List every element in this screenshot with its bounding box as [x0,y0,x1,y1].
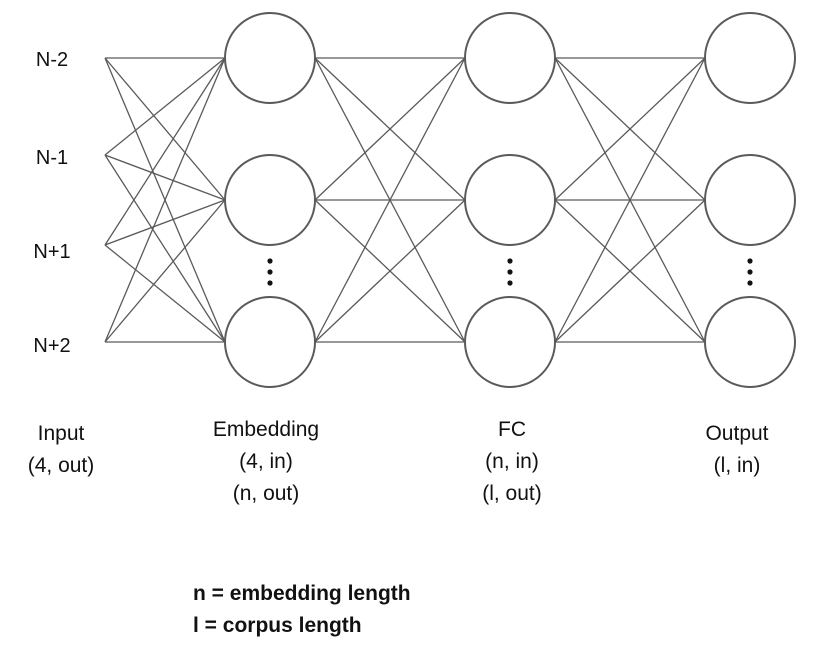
edge-layer1-2-to-1 [554,199,706,343]
output-node-3 [704,296,796,388]
edge-input-1-embedding-2 [104,154,226,343]
svg-text:(l, out): (l, out) [482,482,542,505]
svg-text:(4, out): (4, out) [28,454,95,477]
fc-node-2 [464,154,556,246]
input-label-n-plus-2: N+2 [33,335,70,357]
edge-input-1-embedding-1 [104,154,226,201]
fc-ellipsis-dots [507,258,513,286]
svg-text:Output: Output [705,422,768,445]
edge-layer1-2-to-0 [554,57,706,343]
output-layer-caption: Output (l, in) [705,422,768,477]
output-node-2 [704,154,796,246]
input-layer-caption: Input (4, out) [28,422,95,477]
legend-line-l: l = corpus length [193,614,362,637]
output-node-1 [704,12,796,104]
embedding-layer-caption: Embedding (4, in) (n, out) [213,418,319,505]
input-label-n-minus-1: N-1 [36,147,68,169]
input-label-n-minus-2: N-2 [36,49,68,71]
embedding-layer [224,12,316,388]
fc-layer [464,12,556,388]
fc-node-1 [464,12,556,104]
fc-node-3 [464,296,556,388]
svg-text:FC: FC [498,418,526,441]
input-labels: N-2 N-1 N+1 N+2 [33,49,70,357]
edge-input-2-embedding-0 [104,57,226,246]
edge-input-0-embedding-1 [104,57,226,201]
edge-input-3-embedding-1 [104,199,226,343]
edge-input-1-embedding-0 [104,57,226,156]
svg-text:(4, in): (4, in) [239,450,293,473]
edge-input-2-embedding-2 [104,244,226,343]
embedding-node-1 [224,12,316,104]
edge-input-2-embedding-1 [104,199,226,246]
output-layer [704,12,796,388]
connection-edges [104,57,706,343]
svg-text:Input: Input [38,422,85,445]
edge-layer1-1-to-0 [554,57,706,201]
svg-text:(l, in): (l, in) [714,454,761,477]
embedding-ellipsis-dots [267,258,273,286]
svg-text:(n, out): (n, out) [233,482,300,505]
edge-layer0-2-to-0 [314,57,466,343]
legend: n = embedding length l = corpus length [193,582,411,637]
output-ellipsis-dots [747,258,753,286]
embedding-node-3 [224,296,316,388]
svg-text:(n, in): (n, in) [485,450,539,473]
legend-line-n: n = embedding length [193,582,411,605]
input-label-n-plus-1: N+1 [33,241,70,263]
fc-layer-caption: FC (n, in) (l, out) [482,418,542,505]
svg-text:Embedding: Embedding [213,418,319,441]
edge-layer0-2-to-1 [314,199,466,343]
edge-input-3-embedding-0 [104,57,226,343]
embedding-node-2 [224,154,316,246]
edge-layer0-1-to-0 [314,57,466,201]
